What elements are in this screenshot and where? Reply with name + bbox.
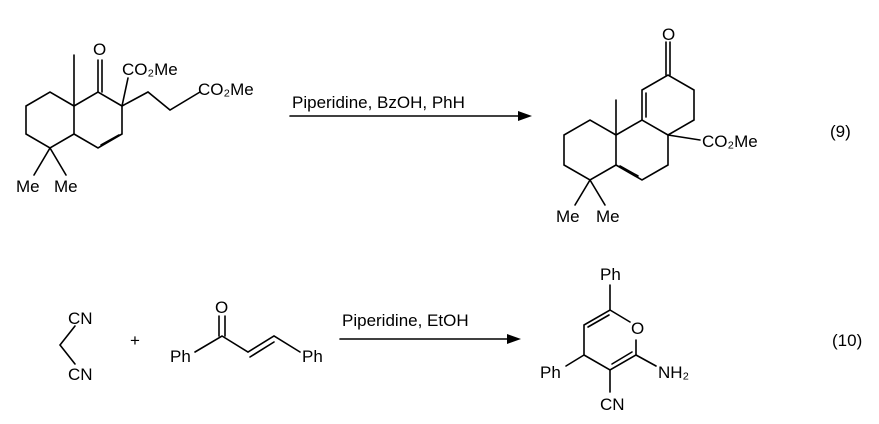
chalcone-ph-1: Ph: [170, 347, 191, 366]
reactant-decalone-diester: O CO₂Me CO₂Me Me Me: [16, 40, 254, 196]
reaction-arrow-9: Piperidine, BzOH, PhH: [289, 93, 532, 121]
cn-label-1: CN: [68, 309, 93, 328]
product-methyl-2: Me: [596, 207, 620, 226]
equation-number-9: (9): [830, 122, 851, 141]
product-ring-o: O: [631, 319, 644, 338]
malononitrile: CN CN: [58, 309, 93, 384]
carbonyl-o-label: O: [93, 40, 106, 59]
product-carbonyl-o: O: [662, 25, 675, 44]
product-cn: CN: [600, 395, 625, 414]
product-nh2: NH₂: [658, 363, 689, 382]
ester-label-1: CO₂Me: [122, 60, 178, 79]
conditions-9: Piperidine, BzOH, PhH: [292, 93, 465, 112]
product-tricyclic-enone: O CO₂Me Me Me: [556, 25, 758, 226]
methyl-label-2: Me: [54, 177, 78, 196]
plus-sign: +: [130, 331, 140, 350]
conditions-10: Piperidine, EtOH: [342, 311, 469, 330]
reaction-arrow-10: Piperidine, EtOH: [339, 311, 521, 344]
product-ester-label: CO₂Me: [702, 132, 758, 151]
equation-number-10: (10): [832, 331, 862, 350]
cn-label-2: CN: [68, 365, 93, 384]
product-methyl-1: Me: [556, 207, 580, 226]
methyl-label-1: Me: [16, 177, 40, 196]
product-ph-left: Ph: [540, 363, 561, 382]
ester-label-2: CO₂Me: [198, 80, 254, 99]
chalcone: O Ph Ph: [170, 298, 323, 366]
chalcone-ph-2: Ph: [302, 347, 323, 366]
product-aminopyran: Ph O Ph NH₂ CN: [540, 265, 689, 414]
product-ph-top: Ph: [600, 265, 621, 284]
chalcone-o: O: [215, 298, 228, 317]
